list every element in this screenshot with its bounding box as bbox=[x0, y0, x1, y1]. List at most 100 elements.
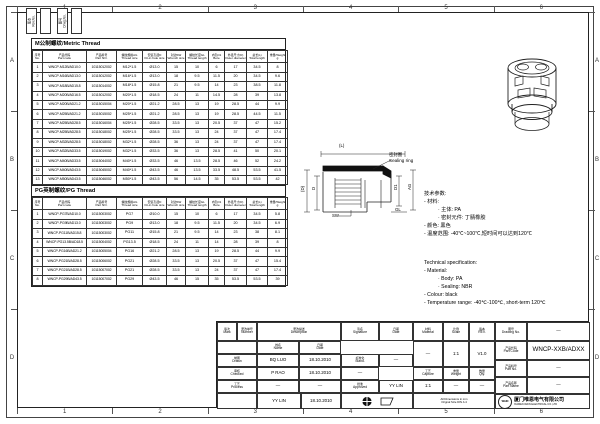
table-cell: 5.8 bbox=[267, 209, 288, 220]
table-cell: 13 bbox=[185, 265, 209, 277]
tb-qty-cn: 数量 bbox=[479, 369, 485, 374]
tb-blank-corner bbox=[217, 341, 257, 354]
tb-signature-en: Signature bbox=[352, 330, 368, 335]
tb-unit-note-2: Orignal Size DIN A 4 bbox=[441, 400, 467, 404]
table-cell: 10115007002 bbox=[86, 275, 117, 286]
table-cell: PG21 bbox=[116, 265, 143, 277]
table-cell: M32*1.5 bbox=[116, 137, 143, 148]
tb-process-label: 工艺 Process bbox=[217, 380, 257, 393]
table-cell: 46 bbox=[166, 156, 186, 167]
table-cell: WNCP-M25B/AD21.2 bbox=[42, 109, 87, 120]
table-cell: 10 bbox=[32, 146, 43, 158]
table-cell: 9.5 bbox=[185, 218, 209, 230]
table-cell: 28.5 bbox=[224, 99, 247, 111]
table-cell: M40*1.5 bbox=[116, 165, 143, 177]
zone-label-D: D bbox=[9, 354, 15, 361]
table-cell: PG13.5 bbox=[116, 237, 143, 248]
table-cell: 34.5 bbox=[246, 218, 268, 230]
table-cell: Ø13.0 bbox=[142, 62, 167, 73]
tb-date2-en: Date bbox=[316, 346, 324, 351]
table-cell: 20 bbox=[224, 218, 247, 230]
table-cell: 5 bbox=[32, 246, 43, 258]
table-cell: Ø18.5 bbox=[142, 237, 167, 248]
table-cell: 28.5 bbox=[166, 99, 186, 111]
table-cell: 13 bbox=[185, 246, 209, 258]
table-cell: 24.2 bbox=[267, 156, 288, 167]
table-cell: 20 bbox=[224, 71, 247, 83]
tb-unit-note: All Dimensions in mm Orignal Size DIN A … bbox=[413, 393, 495, 409]
table-cell: 13 bbox=[185, 146, 209, 158]
tb-scale-header: 比例 Scale bbox=[443, 322, 469, 341]
table-cell: 14 bbox=[208, 237, 225, 248]
table-cell: 10115003002 bbox=[86, 218, 117, 230]
drawing-frame-outer bbox=[6, 6, 594, 418]
table-cell: 13.5 bbox=[185, 165, 209, 177]
table-cell: 15 bbox=[166, 209, 186, 220]
tb-date-header: 日期 Date bbox=[379, 322, 413, 341]
tech-spec-cn-line-0: - 材料: bbox=[424, 199, 439, 206]
table-cell: 13 bbox=[32, 175, 43, 186]
tb-weight-header: 重量 Weight bbox=[443, 367, 469, 380]
tech-spec-en-line-0: - Material: bbox=[424, 268, 448, 275]
table-cell: WNCP-M32B/AD28.5 bbox=[42, 137, 87, 148]
table-cell: Ø10.0 bbox=[142, 209, 167, 220]
tb-rev-mark-cn: 版次 bbox=[224, 327, 230, 332]
tb-drawn-label: 制图 Drawn bbox=[217, 354, 257, 367]
table-cell: 37 bbox=[224, 137, 247, 148]
table-cell: 53.5 bbox=[224, 175, 247, 186]
table-cell: 10 bbox=[185, 209, 209, 220]
tb-scale-cn: 比例 bbox=[453, 327, 459, 332]
tb-process-en: Process bbox=[231, 385, 243, 390]
zone-tick bbox=[17, 6, 18, 12]
tb-drawn-date: 18.10.2010 bbox=[299, 354, 341, 367]
tb-drawing-no-en: Drawing No. bbox=[501, 330, 521, 335]
table-cell: 13 bbox=[185, 99, 209, 111]
tb-capture-header: 工艺 Capture bbox=[413, 367, 443, 380]
table-cell: 10115018002 bbox=[86, 128, 117, 139]
tb-drawn-en: Drawn bbox=[232, 359, 242, 364]
tb-scale-en: Scale bbox=[451, 330, 461, 335]
table-cell: 4 bbox=[32, 237, 43, 248]
table-cell: 10115012002 bbox=[86, 62, 117, 73]
zone-label-5: 5 bbox=[444, 5, 448, 11]
table-cell: WNCP-PG21B/AD28.5 bbox=[42, 256, 87, 267]
table-cell: M20*1.5 bbox=[116, 99, 143, 111]
table-cell: Ø33.5 bbox=[142, 146, 167, 158]
rev-no-box: 版本 Rev.No. bbox=[26, 8, 37, 34]
table-cell: 17.4 bbox=[267, 128, 288, 139]
wain-logo-icon: WAIN bbox=[498, 394, 512, 409]
table-cell: 24 bbox=[208, 265, 225, 277]
table-cell: 6 bbox=[32, 256, 43, 267]
tb-part-name-en: Part Name bbox=[503, 384, 519, 389]
tb-name-en: Name bbox=[273, 346, 283, 351]
tb-drawing-no-value: — bbox=[527, 322, 590, 341]
table-cell: PG7 bbox=[116, 209, 143, 220]
tb-drawing-no-cn: 图号 bbox=[508, 327, 514, 332]
table-cell: 19 bbox=[208, 99, 225, 111]
table-cell: 8 bbox=[32, 128, 43, 139]
tech-spec-en: Technical specification: - Material: · B… bbox=[424, 259, 546, 307]
table-cell: WNCP-PG13.5B/AD18.5 bbox=[42, 237, 87, 248]
table-cell: 37 bbox=[224, 265, 247, 277]
tb-weight-value: — bbox=[443, 380, 469, 393]
table-cell: 23 bbox=[224, 228, 247, 239]
table-cell: WNCP-PG11B/AD15.8 bbox=[42, 228, 87, 239]
title-block: 版次 Mark 更改单号 Number 更改描述 Description 签名 … bbox=[216, 321, 590, 409]
table-cell: 13.5 bbox=[185, 156, 209, 167]
tech-spec-cn: 技术参数: - 材料: · 主体: PA · 密封元件: 丁腈橡胶 - 颜色: … bbox=[424, 190, 532, 238]
table-cell: WNCP-PG7B/AD10.0 bbox=[42, 209, 87, 220]
table-cell: 23 bbox=[224, 81, 247, 92]
tech-spec-cn-title: 技术参数: bbox=[424, 191, 447, 197]
table-cell: 44 bbox=[246, 99, 268, 111]
table-cell: 15.4 bbox=[267, 256, 288, 267]
tb-part-code-en: Part Code bbox=[503, 349, 519, 354]
